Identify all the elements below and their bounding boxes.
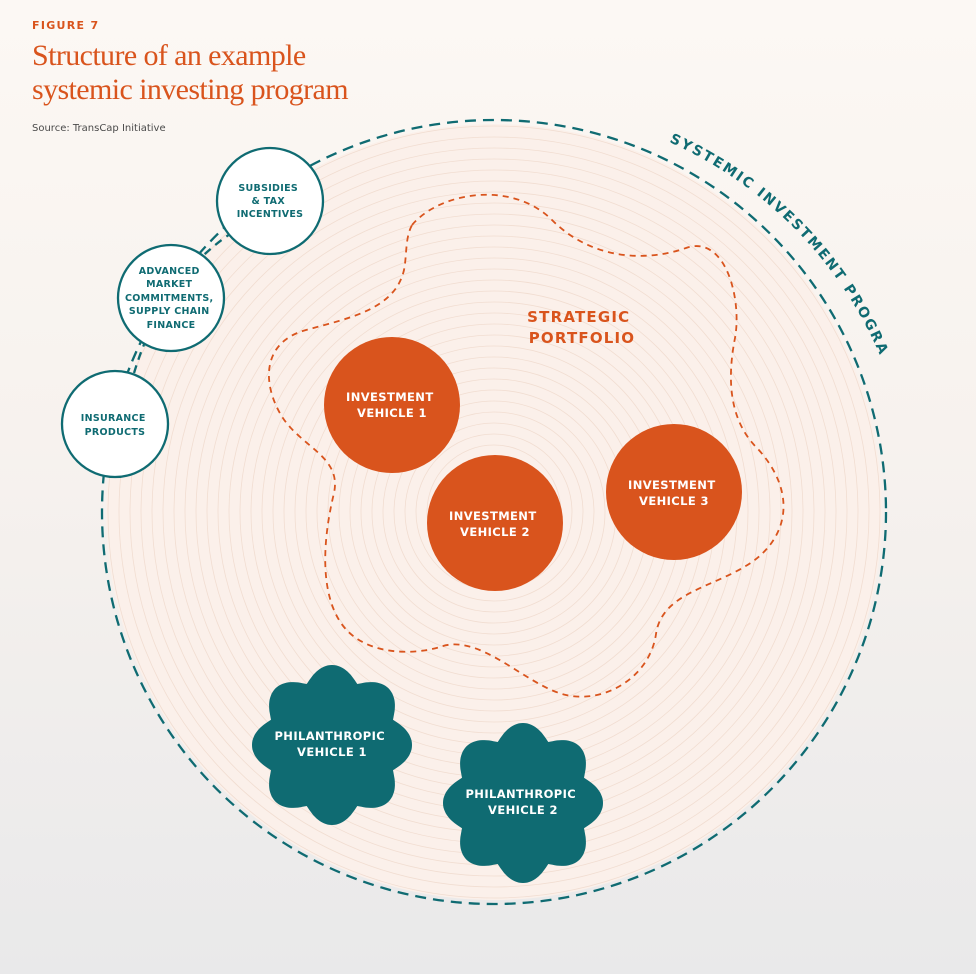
instrument-subsidies-label-line-2: & TAX — [251, 196, 285, 207]
investment-vehicle-1-label-line-2: VEHICLE 1 — [357, 406, 427, 420]
instrument-amc-label-line-3: COMMITMENTS, — [125, 293, 213, 304]
philanthropic-vehicle-2-label-line-2: VEHICLE 2 — [488, 803, 558, 817]
instrument-insurance-label-line-1: INSURANCE — [81, 413, 146, 424]
philanthropic-vehicle-1-label-line-2: VEHICLE 1 — [297, 745, 367, 759]
philanthropic-vehicle-1: PHILANTHROPIC VEHICLE 1 — [252, 665, 412, 825]
investment-vehicle-2-label-line-1: INVESTMENT — [449, 509, 537, 523]
philanthropic-vehicle-1-label: PHILANTHROPIC VEHICLE 1 — [274, 729, 389, 759]
investment-vehicle-2: INVESTMENT VEHICLE 2 — [427, 455, 563, 591]
program-circle-dashed-border — [100, 118, 888, 906]
investment-vehicle-2-label-line-2: VEHICLE 2 — [460, 525, 530, 539]
instrument-subsidies-circle — [215, 146, 325, 256]
strategic-portfolio-label: STRATEGIC PORTFOLIO — [527, 308, 637, 347]
instrument-amc-label-line-1: ADVANCED — [139, 266, 200, 277]
instrument-subsidies-label-line-1: SUBSIDIES — [238, 183, 298, 194]
figure-label: FIGURE 7 — [32, 19, 100, 32]
investment-vehicle-3: INVESTMENT VEHICLE 3 — [606, 424, 742, 560]
instrument-amc-label-line-2: MARKET — [146, 279, 192, 290]
figure-title-line-1: Structure of an example — [32, 39, 306, 72]
investment-vehicle-1-label-line-1: INVESTMENT — [346, 390, 434, 404]
philanthropic-vehicle-2: PHILANTHROPIC VEHICLE 2 — [443, 723, 603, 883]
instrument-insurance-label-line-2: PRODUCTS — [85, 427, 146, 438]
philanthropic-vehicle-1-label-line-1: PHILANTHROPIC — [274, 729, 385, 743]
figure-title-line-2: systemic investing program — [32, 73, 349, 106]
instrument-subsidies-label-line-3: INCENTIVES — [237, 209, 304, 220]
investment-vehicle-1-circle — [324, 337, 460, 473]
strategic-portfolio-label-line-1: STRATEGIC — [527, 308, 630, 326]
investment-vehicle-1: INVESTMENT VEHICLE 1 — [324, 337, 460, 473]
strategic-portfolio-outline — [268, 193, 785, 698]
program-circle-ring — [140, 158, 848, 866]
instrument-insurance-products: INSURANCE PRODUCTS — [60, 369, 170, 479]
investment-vehicle-2-label: INVESTMENT VEHICLE 2 — [449, 509, 541, 539]
investment-vehicle-1-label: INVESTMENT VEHICLE 1 — [346, 390, 438, 420]
philanthropic-vehicle-2-label: PHILANTHROPIC VEHICLE 2 — [465, 787, 580, 817]
instrument-subsidies-label: SUBSIDIES & TAX INCENTIVES — [237, 183, 304, 220]
investment-vehicle-3-label-line-2: VEHICLE 3 — [639, 494, 709, 508]
figure-title: Structure of an example systemic investi… — [32, 39, 632, 107]
instrument-subsidies-tax-incentives: SUBSIDIES & TAX INCENTIVES — [215, 146, 325, 256]
investment-vehicle-3-label-line-1: INVESTMENT — [628, 478, 716, 492]
instrument-amc-label: ADVANCED MARKET COMMITMENTS, SUPPLY CHAI… — [125, 266, 217, 331]
program-circle-ring — [118, 136, 870, 888]
philanthropic-vehicle-1-shape — [252, 665, 412, 825]
program-circle-ring — [393, 411, 595, 613]
figure-header: FIGURE 7 Structure of an example systemi… — [32, 14, 632, 134]
strategic-portfolio-label-line-2: PORTFOLIO — [529, 329, 636, 347]
instrument-insurance-label: INSURANCE PRODUCTS — [81, 413, 149, 438]
philanthropic-vehicle-2-label-line-1: PHILANTHROPIC — [465, 787, 576, 801]
investment-vehicle-2-circle — [427, 455, 563, 591]
instrument-amc-label-line-4: SUPPLY CHAIN — [129, 306, 210, 317]
program-circle-ring — [129, 147, 859, 877]
instrument-amc-label-line-5: FINANCE — [147, 320, 196, 331]
program-circle-ring — [404, 422, 584, 602]
instrument-advanced-market-commitments: ADVANCED MARKET COMMITMENTS, SUPPLY CHAI… — [116, 243, 226, 353]
program-circle-ring — [107, 125, 881, 899]
instrument-amc-circle — [116, 243, 226, 353]
investment-vehicle-3-label: INVESTMENT VEHICLE 3 — [628, 478, 720, 508]
figure-source: Source: TransCap Initiative — [32, 123, 166, 134]
investment-vehicle-3-circle — [606, 424, 742, 560]
instrument-insurance-circle — [60, 369, 170, 479]
program-circle-ring — [382, 400, 606, 624]
philanthropic-vehicle-2-shape — [443, 723, 603, 883]
